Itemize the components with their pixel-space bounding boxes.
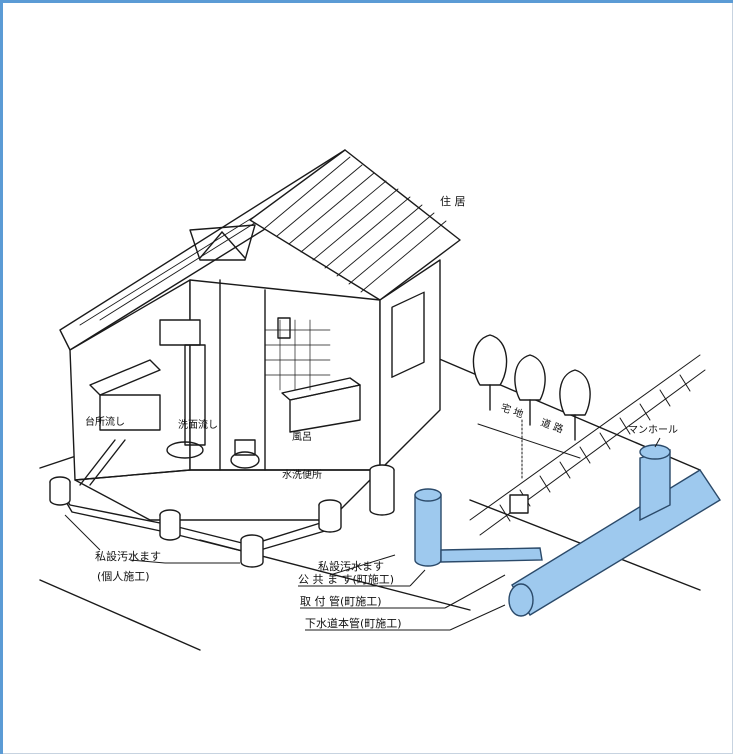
trees <box>473 335 590 440</box>
house <box>60 150 460 520</box>
label-bath: 風呂 <box>292 431 312 443</box>
label-road: 道 路 <box>539 416 565 436</box>
label-toilet: 水洗便所 <box>282 468 322 481</box>
label-private-basin: 私設汚水ます <box>95 549 161 563</box>
label-sink: 洗面流し <box>178 418 218 431</box>
label-private-basin-2: 私設汚水ます <box>318 559 384 573</box>
label-private-lot: 宅 地 <box>499 401 525 421</box>
label-sewer-main: 下水道本管(町施工) <box>305 616 402 630</box>
label-connection-pipe: 取 付 管(町施工) <box>300 594 382 608</box>
label-private-basin-note: (個人施工) <box>97 570 150 583</box>
label-public-basin: 公 共 ま す(町施工) <box>298 573 394 586</box>
label-house: 住 居 <box>440 194 466 208</box>
label-kitchen: 台所流し <box>85 415 125 428</box>
label-manhole: マンホール <box>628 424 678 436</box>
